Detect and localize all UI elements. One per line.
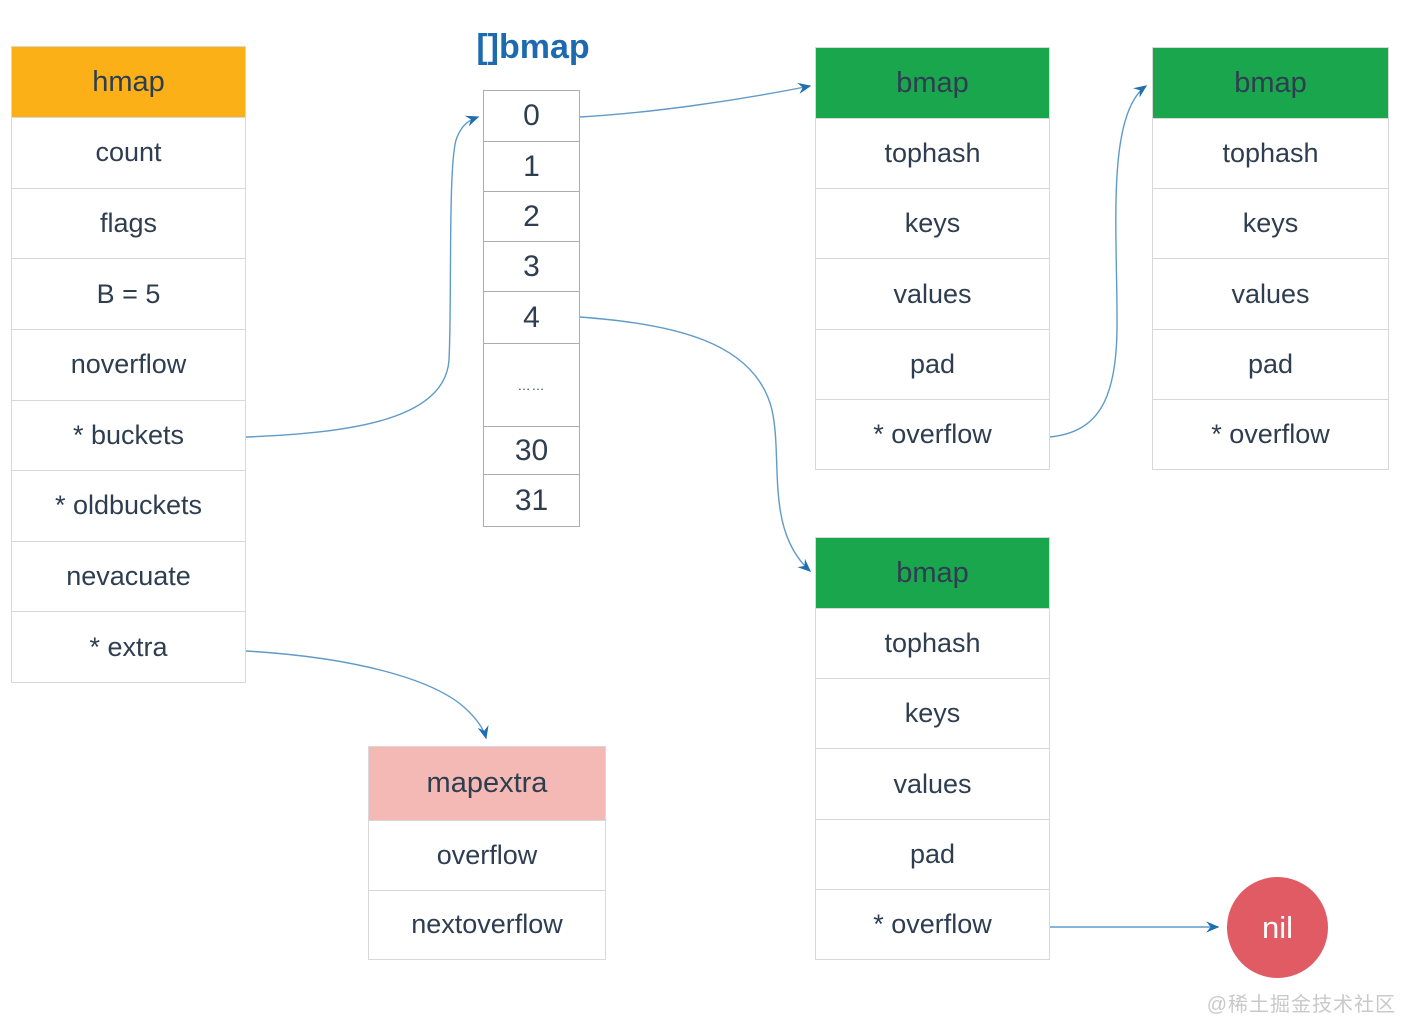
bmap-field: tophash: [816, 118, 1049, 189]
hmap-field: * extra: [12, 611, 245, 682]
bmap-field: keys: [1153, 188, 1388, 259]
bmap-field: values: [816, 748, 1049, 819]
bmap-field: pad: [816, 328, 1049, 399]
hmap-field: nevacuate: [12, 540, 245, 612]
bucket-array-cell: 0: [484, 91, 579, 141]
hmap-field: count: [12, 117, 245, 188]
bmap-bottom-header: bmap: [816, 538, 1049, 608]
bmap-field: pad: [816, 818, 1049, 889]
hmap-field: noverflow: [12, 328, 245, 400]
bucket-array-cell: 3: [484, 241, 579, 291]
bucket-array-cell: 4: [484, 291, 579, 343]
arrow-overflow-to-bmap-right: [1049, 85, 1148, 438]
hmap-field: flags: [12, 187, 245, 259]
arrow-extra-to-mapextra: [245, 650, 489, 740]
arrow-array0-to-bmap-top: [579, 82, 812, 118]
bmap-field: * overflow: [1153, 398, 1388, 470]
bmap-field: * overflow: [816, 398, 1049, 470]
bmap-field: pad: [1153, 328, 1388, 399]
bmap-field: values: [1153, 258, 1388, 329]
bmap-field: values: [816, 258, 1049, 329]
bmap-field: keys: [816, 188, 1049, 259]
bmap-top-header: bmap: [816, 48, 1049, 118]
mapextra-header: mapextra: [369, 747, 605, 820]
bmap-field: * overflow: [816, 888, 1049, 960]
arrow-array4-to-bmap-bottom: [579, 316, 812, 572]
bucket-array-cell: 1: [484, 141, 579, 191]
nil-node: nil: [1227, 877, 1328, 978]
arrow-buckets-to-array: [245, 115, 480, 438]
mapextra-field: overflow: [369, 820, 605, 890]
bmap-field: tophash: [816, 608, 1049, 679]
hmap-field: B = 5: [12, 258, 245, 329]
bmap-field: tophash: [1153, 118, 1388, 189]
bucket-array-cell: 30: [484, 426, 579, 474]
hmap-header: hmap: [12, 47, 245, 117]
mapextra-field: nextoverflow: [369, 889, 605, 959]
bucket-array-cell: 31: [484, 474, 579, 526]
bucket-array-cell: 2: [484, 191, 579, 241]
bucket-array-cell: ……: [484, 343, 579, 426]
bmap-field: keys: [816, 678, 1049, 749]
hmap-field: * buckets: [12, 399, 245, 471]
bmap-right-header: bmap: [1153, 48, 1388, 118]
hmap-field: * oldbuckets: [12, 470, 245, 541]
watermark: @稀土掘金技术社区: [1206, 994, 1396, 1016]
bucket-array-title: []bmap: [476, 28, 590, 66]
